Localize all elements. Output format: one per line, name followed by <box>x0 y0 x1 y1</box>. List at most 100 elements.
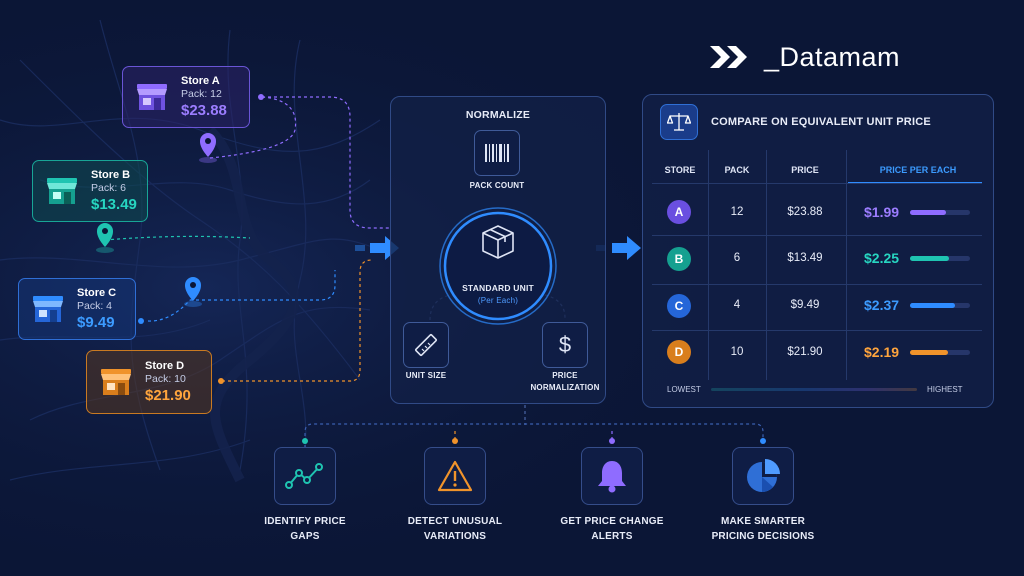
price-normalization-box: $ <box>542 322 588 368</box>
barcode-icon <box>485 144 509 162</box>
action-line: GET PRICE CHANGE <box>560 516 664 527</box>
bell-icon <box>598 461 626 493</box>
row-price: $23.88 <box>787 206 823 218</box>
action-line: DETECT UNUSUAL <box>407 516 503 527</box>
scale-low-label: LOWEST <box>667 385 701 394</box>
action-line: GAPS <box>290 530 320 542</box>
store-badge-b: B <box>667 247 691 271</box>
row-price: $9.49 <box>790 299 820 311</box>
row-pack: 4 <box>733 299 741 311</box>
column-divider-1 <box>708 150 709 380</box>
price-normalization-label-2: NORMALIZATION <box>530 383 600 392</box>
unit-size-label: UNIT SIZE <box>405 371 447 380</box>
store-badge-d: D <box>667 340 691 364</box>
ppe-bar-fill <box>910 256 949 261</box>
action-label: DETECT UNUSUAL VARIATIONS <box>375 515 535 544</box>
compare-panel <box>642 94 994 408</box>
store-card-a[interactable]: Store A Pack: 12 $23.88 <box>122 66 250 128</box>
action-label: MAKE SMARTER PRICING DECISIONS <box>683 515 843 544</box>
row-price: $13.49 <box>787 252 823 264</box>
store-card-c[interactable]: Store C Pack: 4 $9.49 <box>18 278 136 340</box>
identify-price-gaps-box <box>274 447 336 505</box>
action-line: MAKE SMARTER <box>720 516 806 527</box>
header-store: STORE <box>664 165 696 175</box>
storefront-icon <box>33 296 63 322</box>
ppe-bar <box>910 303 970 308</box>
unit-size-box <box>403 322 449 368</box>
ppe-bar-fill <box>910 350 948 355</box>
ppe-bar <box>910 210 970 215</box>
row-separator <box>652 183 982 184</box>
action-line: PRICING DECISIONS <box>711 530 815 542</box>
map-pin-icon <box>199 133 217 163</box>
row-price: $21.90 <box>787 346 823 358</box>
row-separator <box>652 235 982 236</box>
dollar-icon: $ <box>558 332 572 357</box>
compare-title: COMPARE ON EQUIVALENT UNIT PRICE <box>711 116 931 128</box>
store-card-b[interactable]: Store B Pack: 6 $13.49 <box>32 160 148 222</box>
action-line: VARIATIONS <box>423 530 487 542</box>
ppe-bar-fill <box>910 303 955 308</box>
warning-icon <box>437 460 473 492</box>
store-pack: Pack: 4 <box>77 300 113 313</box>
detect-variations-box <box>424 447 486 505</box>
store-pack: Pack: 12 <box>181 88 222 101</box>
brand-logo: _Datamam <box>710 40 900 74</box>
row-price-per-each: $2.37 <box>864 297 900 313</box>
per-each-label: (Per Each) <box>477 296 519 305</box>
store-name: Store C <box>77 286 117 299</box>
ppe-bar <box>910 256 970 261</box>
store-card-d[interactable]: Store D Pack: 10 $21.90 <box>86 350 212 414</box>
price-alerts-box <box>581 447 643 505</box>
box-3d-icon <box>482 225 514 259</box>
action-line: ALERTS <box>591 530 633 542</box>
standard-unit-ring <box>439 207 557 325</box>
row-price-per-each: $2.19 <box>864 344 900 360</box>
store-pack: Pack: 10 <box>145 373 186 386</box>
balance-scale-icon <box>667 113 691 131</box>
store-price: $13.49 <box>91 196 137 214</box>
ppe-bar-fill <box>910 210 946 215</box>
storefront-icon <box>101 369 131 395</box>
smarter-pricing-box <box>732 447 794 505</box>
store-pack: Pack: 6 <box>91 182 127 195</box>
action-label: GET PRICE CHANGE ALERTS <box>532 515 692 544</box>
store-name: Store B <box>91 168 131 181</box>
scale-icon-box <box>660 104 698 140</box>
column-divider-3 <box>846 150 847 380</box>
ppe-bar <box>910 350 970 355</box>
row-separator <box>652 284 982 285</box>
row-price-per-each: $1.99 <box>864 204 900 220</box>
storefront-icon <box>47 178 77 204</box>
normalize-title: NORMALIZE <box>465 109 531 121</box>
store-name: Store A <box>181 74 220 87</box>
action-label: IDENTIFY PRICE GAPS <box>225 515 385 544</box>
row-pack: 12 <box>730 206 744 218</box>
store-price: $9.49 <box>77 314 115 332</box>
store-price: $21.90 <box>145 387 191 405</box>
store-badge-c: C <box>667 294 691 318</box>
store-price: $23.88 <box>181 102 227 120</box>
row-separator <box>652 330 982 331</box>
standard-unit-label: STANDARD UNIT <box>462 283 534 293</box>
datamam-logo-icon <box>710 46 747 68</box>
brand-name: _Datamam <box>764 41 901 72</box>
row-pack: 10 <box>730 346 744 358</box>
row-price-per-each: $2.25 <box>864 250 900 266</box>
header-pack: PACK <box>724 165 750 175</box>
trend-line-icon <box>285 463 323 489</box>
pie-chart-icon <box>747 459 780 492</box>
row-pack: 6 <box>733 252 741 264</box>
store-name: Store D <box>145 359 185 372</box>
action-line: IDENTIFY PRICE <box>264 516 346 527</box>
pack-count-label: PACK COUNT <box>469 181 525 190</box>
header-price-per-each: PRICE PER EACH <box>879 165 957 175</box>
store-badge-a: A <box>667 200 691 224</box>
ruler-icon <box>415 334 437 356</box>
price-normalization-label-1: PRICE <box>552 371 578 380</box>
pack-count-box <box>474 130 520 176</box>
column-divider-2 <box>766 150 767 380</box>
header-price: PRICE <box>791 165 819 175</box>
scale-high-label: HIGHEST <box>927 385 963 394</box>
storefront-icon <box>137 84 167 110</box>
